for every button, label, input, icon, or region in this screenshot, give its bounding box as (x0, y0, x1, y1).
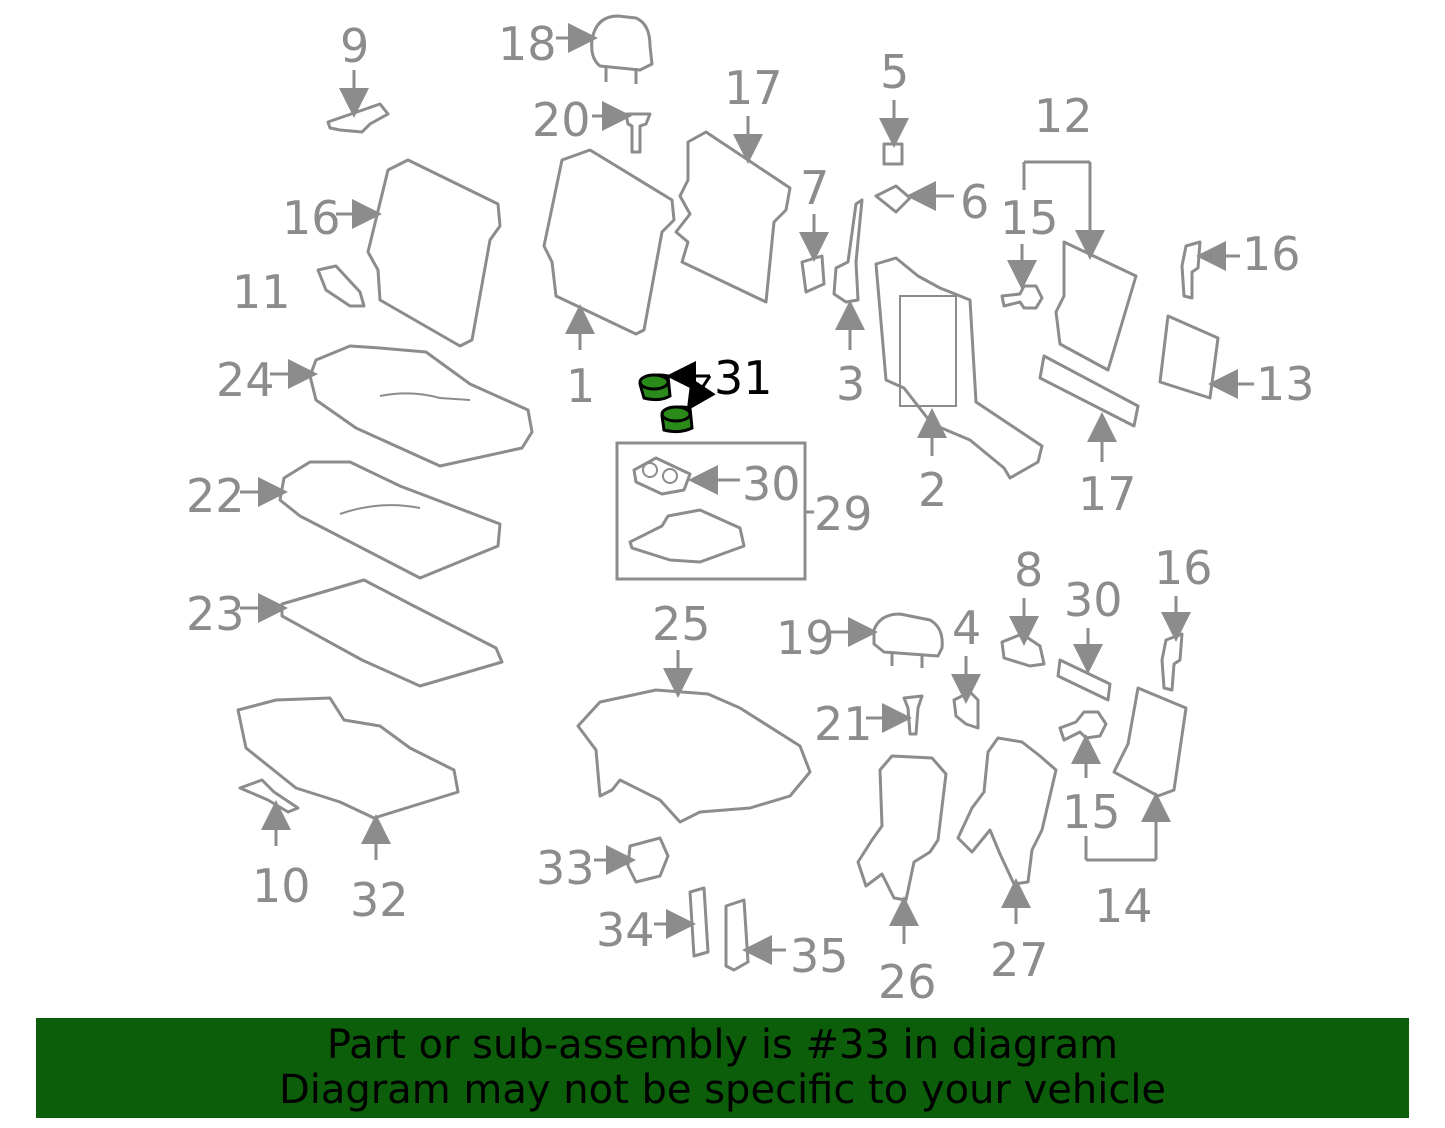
label-29: 27 (990, 933, 1049, 987)
label-31: 29 (814, 487, 873, 541)
part-18-seatback-panel (366, 158, 502, 348)
leader-lines (240, 23, 1254, 965)
label-8: 8 (1014, 543, 1043, 597)
part-6-cover (874, 184, 912, 214)
label-3: 3 (836, 357, 865, 411)
label-19: 17 (724, 61, 783, 115)
part-14-panel (1112, 686, 1188, 798)
label-28: 26 (878, 955, 937, 1009)
info-banner: Part or sub-assembly is #33 in diagram D… (36, 1018, 1409, 1118)
label-7: 7 (800, 161, 829, 215)
label-30: 30 (1064, 573, 1123, 627)
part-15-bolt-lower (1058, 710, 1108, 742)
banner-line-2: Diagram may not be specific to your vehi… (278, 1067, 1167, 1113)
part-16-bracket-lower (1160, 632, 1184, 692)
part-26-cushion (308, 344, 534, 468)
label-16-top: 16 (1242, 227, 1301, 281)
part-20-headrest (590, 14, 654, 72)
label-15-lower: 15 (1062, 785, 1121, 839)
label-32: 30 (742, 457, 801, 511)
label-9: 9 (340, 19, 369, 73)
part-7-clip (800, 254, 826, 294)
label-21: 19 (776, 611, 835, 665)
part-29-frame (956, 736, 1058, 886)
part-11-clip (316, 264, 366, 308)
part-10-bracket (238, 778, 300, 814)
part-31-armrest (628, 508, 746, 564)
label-20: 18 (498, 17, 557, 71)
part-21-headrest (872, 612, 944, 658)
label-1: 1 (566, 359, 595, 413)
part-36-strip (688, 886, 710, 958)
label-16-lower: 16 (1154, 541, 1213, 595)
part-9-bracket (326, 102, 390, 134)
part-1-seatback-cover (542, 148, 676, 336)
part-16-bracket-top (1180, 240, 1202, 300)
part-34-base (236, 696, 460, 820)
label-37: 35 (790, 929, 849, 983)
label-4: 4 (952, 601, 981, 655)
label-18: 16 (282, 191, 341, 245)
part-37-strip (724, 898, 750, 972)
part-12-panel (1054, 240, 1138, 372)
part-23-pin (902, 694, 924, 736)
label-17: 17 (1078, 467, 1137, 521)
label-35: 33 (536, 841, 595, 895)
part-24-cushion-pad (278, 460, 502, 580)
label-23: 21 (814, 697, 873, 751)
label-15-top: 15 (1000, 191, 1059, 245)
label-34: 32 (350, 873, 409, 927)
label-14: 14 (1094, 879, 1153, 933)
label-25: 23 (186, 587, 245, 641)
label-27: 25 (652, 597, 711, 651)
part-22-pin (624, 112, 652, 154)
part-5-cap (882, 142, 904, 166)
part-25-board (280, 578, 504, 688)
label-22: 20 (532, 93, 591, 147)
part-28-bracket (856, 754, 948, 902)
callout-labels: 9 18 17 5 12 20 7 6 16 15 16 11 24 1 31 … (186, 17, 1315, 1009)
part-15-bolt-top (1000, 284, 1044, 310)
parts-diagram: 9 18 17 5 12 20 7 6 16 15 16 11 24 1 31 … (186, 14, 1315, 1009)
part-35-clip (626, 836, 670, 884)
label-12: 12 (1034, 89, 1093, 143)
label-10: 10 (252, 859, 311, 913)
banner-line-1: Part or sub-assembly is #33 in diagram (326, 1022, 1119, 1068)
part-3-rod (832, 198, 864, 304)
part-30-vent (1056, 658, 1112, 702)
label-33: 31 (714, 351, 773, 405)
label-36: 34 (596, 903, 655, 957)
part-19-pad (674, 130, 792, 304)
label-5: 5 (880, 45, 909, 99)
label-13: 13 (1256, 357, 1315, 411)
leader-33 (666, 361, 716, 411)
label-11: 11 (232, 265, 291, 319)
label-26: 24 (216, 353, 275, 407)
part-13-panel (1158, 314, 1220, 400)
label-6: 6 (960, 175, 989, 229)
part-27-armrest-base (576, 688, 812, 824)
label-24: 22 (186, 469, 245, 523)
part-17-strip (1038, 354, 1140, 428)
label-2: 2 (918, 463, 947, 517)
